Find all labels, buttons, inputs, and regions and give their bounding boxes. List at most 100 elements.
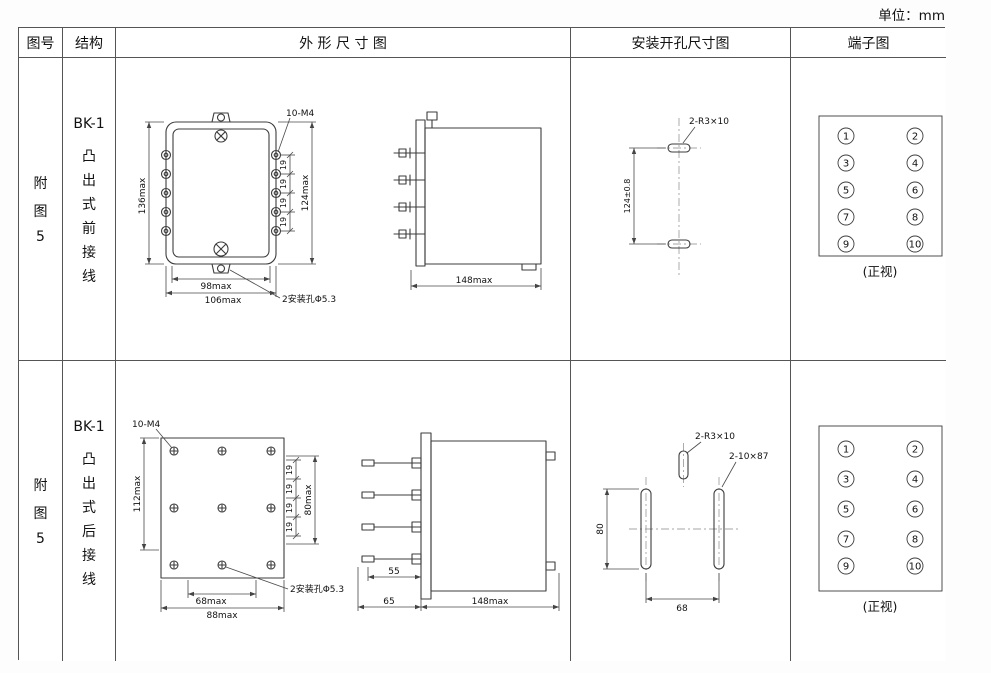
terminal-number: 5 — [843, 505, 849, 516]
label-mounting-holes: 2安装孔Φ5.3 — [290, 583, 344, 595]
centerlines — [657, 118, 701, 276]
outline-cell-row2: 10-M4 112max 19 19 19 19 80max 68max 88m… — [116, 361, 571, 661]
terminal-number: 3 — [843, 159, 849, 170]
structure-char: 前 — [82, 221, 96, 237]
mounting-drawing-row2: 2-R3×10 2-10×87 80 68 — [596, 432, 768, 614]
fig-no-row1: 附 图 5 — [19, 58, 63, 361]
header-mounting-label: 安装开孔尺寸图 — [631, 35, 730, 52]
terminal-number: 3 — [843, 475, 849, 486]
side-view-rear — [361, 432, 556, 600]
structure-char: 接 — [82, 245, 96, 261]
dim-148max: 148max — [472, 597, 509, 607]
structure-char: 后 — [82, 524, 96, 540]
label-slot2: 2-10×87 — [729, 452, 768, 462]
mounting-slots — [667, 143, 691, 249]
dim-19: 19 — [279, 160, 288, 170]
label-mounting-holes: 2安装孔Φ5.3 — [282, 293, 336, 305]
terminal-number: 1 — [843, 445, 849, 456]
dim-19: 19 — [285, 484, 294, 494]
terminal-caption: (正视) — [863, 599, 898, 614]
outline-drawing-row2: 10-M4 112max 19 19 19 19 80max 68max 88m… — [132, 420, 560, 621]
mounting-dimensions — [629, 126, 696, 245]
terminal-number: 7 — [843, 535, 849, 546]
header-outline-label: 外 形 尺 寸 图 — [299, 35, 387, 52]
terminal-number: 1 — [843, 132, 849, 143]
dim-136max: 136max — [138, 177, 148, 214]
terminal-cell-row1: 1 2 3 4 5 6 7 8 9 10 (正视) — [791, 58, 946, 361]
rear-view-dimensions — [140, 428, 319, 612]
structure-char: 出 — [82, 476, 96, 492]
terminal-number: 7 — [843, 213, 849, 224]
dim-19: 19 — [285, 465, 294, 475]
structure-char: 式 — [82, 500, 96, 516]
fig-no-char: 附 — [33, 176, 48, 192]
outline-cell-row1: 136max 19 19 19 19 124max 10-M4 98max 10… — [116, 58, 571, 361]
terminal-number: 10 — [909, 240, 922, 251]
header-fig-no-label: 图号 — [26, 35, 55, 52]
header-terminal-label: 端子图 — [847, 35, 890, 52]
terminal-number: 8 — [912, 535, 918, 546]
dim-68: 68 — [676, 604, 688, 614]
structure-char: 凸 — [82, 149, 96, 165]
header-structure-label: 结构 — [75, 35, 103, 52]
terminal-number: 9 — [843, 240, 849, 251]
dim-19: 19 — [285, 503, 294, 513]
outline-drawing-row1: 136max 19 19 19 19 124max 10-M4 98max 10… — [138, 109, 542, 306]
label-slot: 2-R3×10 — [695, 432, 735, 442]
front-view-dimensions — [145, 117, 316, 299]
mounting-slots — [640, 450, 725, 570]
terminal-number: 6 — [912, 505, 918, 516]
fig-no-char: 图 — [33, 506, 48, 522]
fig-no-char: 5 — [36, 531, 45, 547]
header-mounting: 安装开孔尺寸图 — [571, 28, 791, 58]
terminal-diagram-row1: 1 2 3 4 5 6 7 8 9 10 (正视) — [818, 115, 943, 279]
structure-char: 线 — [82, 572, 96, 588]
terminal-number: 5 — [843, 186, 849, 197]
rear-view — [160, 437, 285, 579]
terminal-caption: (正视) — [863, 264, 898, 279]
structure-char: 接 — [82, 548, 96, 564]
dim-80max: 80max — [304, 484, 314, 516]
mounting-cell-row2: 2-R3×10 2-10×87 80 68 — [571, 361, 791, 661]
structure-char: 式 — [82, 197, 96, 213]
dim-19: 19 — [285, 522, 294, 532]
label-slot: 2-R3×10 — [689, 117, 729, 127]
header-terminal: 端子图 — [791, 28, 946, 58]
terminal-number: 9 — [843, 562, 849, 573]
mounting-dimensions — [603, 441, 737, 603]
terminal-diagram-row2: 1 2 3 4 5 6 7 8 9 10 (正视) — [818, 425, 943, 614]
fig-no-char: 附 — [33, 478, 48, 494]
dim-80: 80 — [596, 523, 606, 535]
terminal-number: 8 — [912, 213, 918, 224]
structure-char: 凸 — [82, 452, 96, 468]
structure-row1: BK-1 凸 出 式 前 接 线 — [63, 58, 116, 361]
dim-98max: 98max — [200, 282, 232, 292]
structure-row2: BK-1 凸 出 式 后 接 线 — [63, 361, 116, 661]
terminal-box — [818, 425, 943, 592]
side-view-dimensions — [410, 268, 542, 290]
fig-no-char: 5 — [36, 229, 45, 245]
dim-19: 19 — [279, 217, 288, 227]
structure-char: 出 — [82, 173, 96, 189]
header-structure: 结构 — [63, 28, 116, 58]
terminal-number: 2 — [912, 445, 918, 456]
model-label: BK-1 — [73, 419, 105, 435]
front-view — [160, 112, 282, 274]
fig-no-row2: 附 图 5 — [19, 361, 63, 661]
header-fig-no: 图号 — [19, 28, 63, 58]
dim-124-tol: 124±0.8 — [623, 179, 632, 214]
terminal-number: 6 — [912, 186, 918, 197]
model-label: BK-1 — [73, 116, 105, 132]
fig-no-char: 图 — [33, 204, 48, 220]
label-10-M4: 10-M4 — [286, 109, 314, 119]
unit-label: 单位：mm — [878, 8, 945, 24]
terminal-number: 4 — [912, 159, 918, 170]
structure-char: 线 — [82, 269, 96, 285]
terminal-box — [818, 115, 943, 257]
dim-68max: 68max — [195, 597, 227, 607]
mounting-drawing-row1: 124±0.8 2-R3×10 — [623, 117, 729, 276]
centerlines — [629, 443, 739, 581]
terminal-number: 4 — [912, 475, 918, 486]
dim-19: 19 — [279, 179, 288, 189]
terminal-cell-row2: 1 2 3 4 5 6 7 8 9 10 (正视) — [791, 361, 946, 661]
